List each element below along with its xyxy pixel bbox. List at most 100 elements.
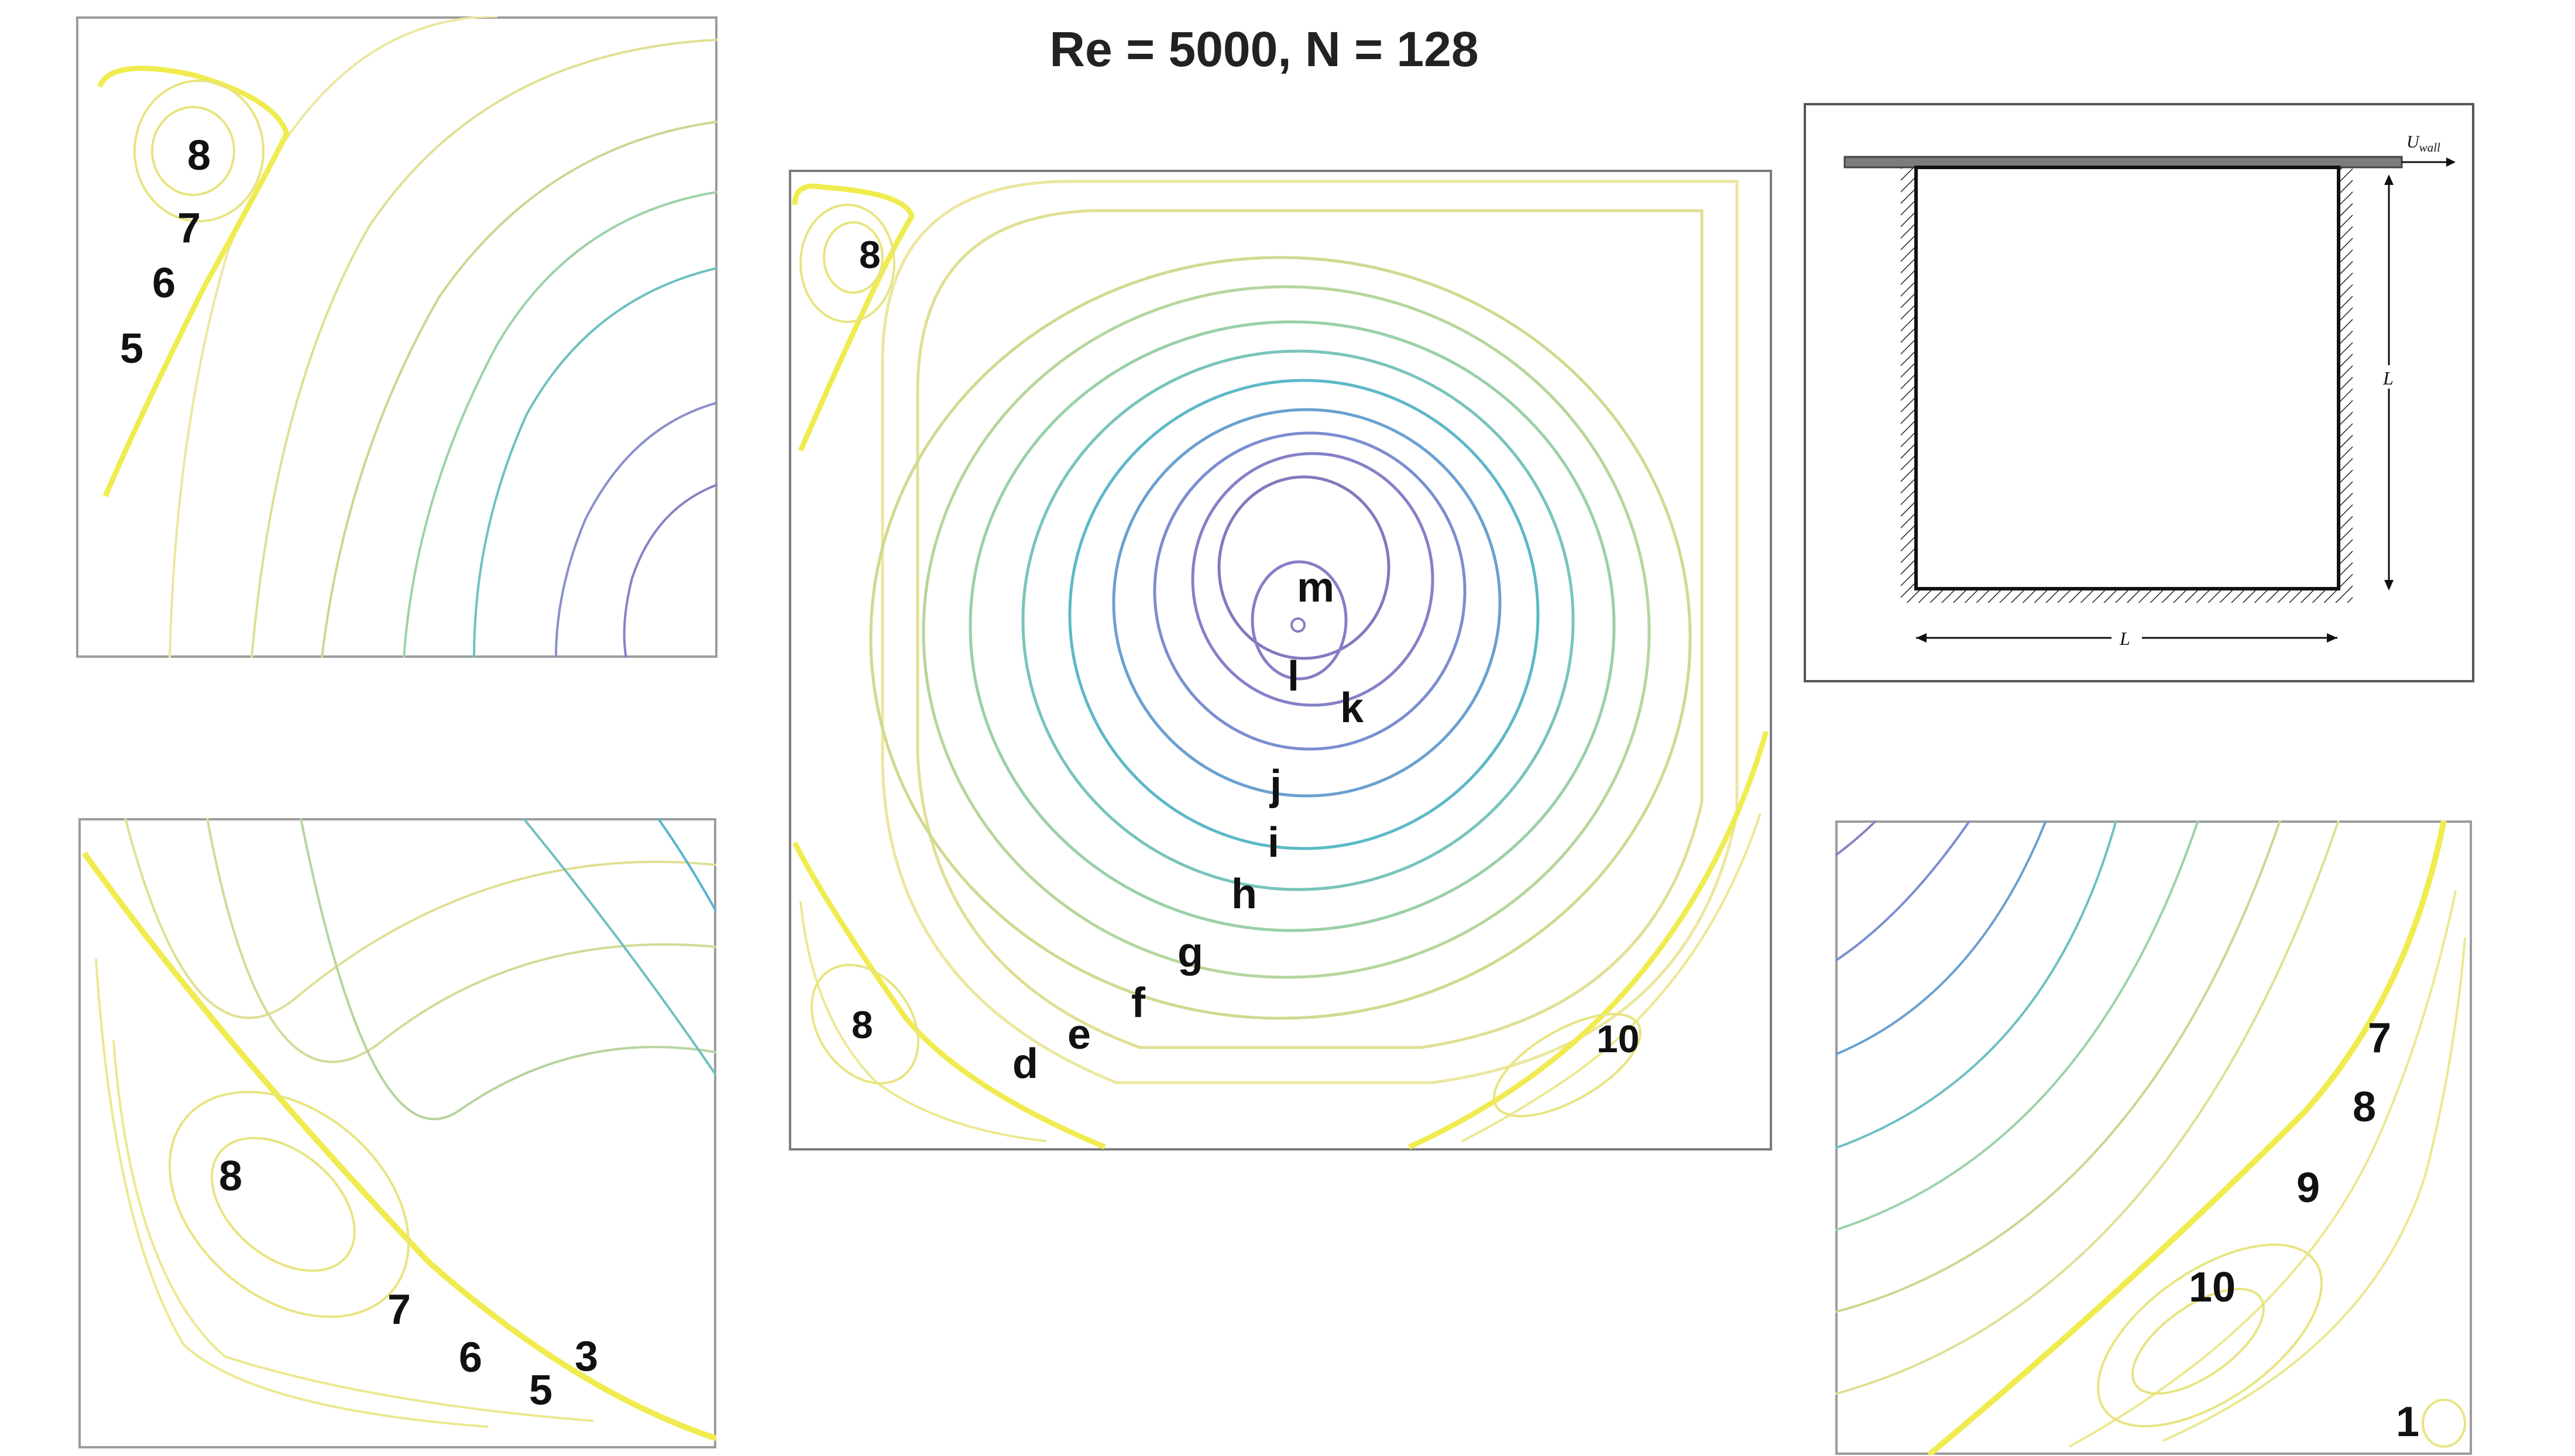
width-arrowhead-left: [1916, 633, 1927, 643]
inset-bl-streamline-5: [657, 818, 716, 912]
streamline-i: [1153, 431, 1467, 751]
cavity-domain: [1914, 166, 2340, 590]
secondary-vortex-top-left-2: [823, 221, 884, 294]
streamline-f: [1021, 349, 1575, 891]
inset-bl-streamline-4: [522, 818, 716, 1077]
streamline-e: [969, 320, 1616, 932]
level-label-j: j: [1269, 762, 1282, 809]
inset-bl-separatrix: [81, 851, 716, 1441]
inset-tl-label-8: 8: [187, 132, 211, 179]
height-arrowhead-top: [2384, 174, 2394, 185]
streamline-outer-2: [916, 209, 1704, 1049]
corner-label-top-left: 8: [859, 233, 881, 276]
inset-bottom-right-svg: 7 8 9 10 1: [1835, 820, 2472, 1455]
width-label: L: [2119, 628, 2130, 649]
inset-bl-vortex-2: [211, 1136, 356, 1272]
inset-bl-label-6: 6: [459, 1334, 482, 1381]
level-label-k: k: [1340, 685, 1364, 732]
inset-tl-streamline-2: [250, 39, 717, 658]
streamline-g: [1068, 379, 1540, 850]
width-arrowhead-right: [2327, 633, 2337, 643]
inset-br-label-8: 8: [2353, 1084, 2376, 1131]
inset-bl-label-3: 3: [575, 1333, 598, 1380]
inset-br-streamline-4: [1835, 820, 2117, 1149]
inset-br-streamline-6: [1835, 820, 2281, 1313]
inset-br-corner-vortex: [2422, 1399, 2466, 1448]
separatrix-bottom-right: [1408, 730, 1769, 1150]
inset-tl-label-7: 7: [177, 205, 201, 252]
inset-bottom-left-plot: 8 7 6 5 3: [78, 818, 716, 1456]
inset-br-label-10: 10: [2189, 1264, 2236, 1311]
inset-bl-secondary-2: [112, 1040, 594, 1422]
vortex-center-m: [1290, 617, 1306, 633]
inset-top-left-svg: 8 7 6 5: [76, 16, 717, 658]
level-label-e: e: [1067, 1011, 1091, 1058]
inset-bl-secondary-1: [95, 958, 489, 1428]
wall-velocity-label: Uwall: [2406, 132, 2440, 154]
main-plot-frame: [789, 170, 1772, 1151]
separatrix-bottom-left: [792, 841, 1106, 1150]
inset-tl-separatrix: [97, 66, 290, 497]
streamline-outer-1: [881, 180, 1739, 1084]
inset-br-secondary-1: [2069, 890, 2457, 1448]
secondary-vortex-bottom-left: [811, 963, 919, 1085]
corner-label-bottom-left: 8: [852, 1003, 873, 1046]
level-label-f: f: [1131, 980, 1146, 1026]
inset-br-vortex-2: [2131, 1287, 2265, 1395]
height-label-gap: [2381, 365, 2397, 389]
level-label-g: g: [1177, 929, 1203, 976]
streamline-k: [1217, 475, 1390, 660]
height-arrowhead-bottom: [2384, 580, 2394, 590]
main-streamline-svg: 8 8 10 d e f g h i j k l m: [789, 170, 1772, 1151]
wall-velocity-arrowhead: [2446, 157, 2456, 167]
inset-tl-streamline-1: [169, 16, 498, 658]
figure-title: Re = 5000, N = 128: [1049, 22, 1479, 77]
level-label-i: i: [1268, 819, 1279, 866]
inset-bl-vortex-1: [168, 1090, 410, 1318]
inset-br-streamline-2: [1835, 820, 1971, 962]
level-label-d: d: [1012, 1041, 1038, 1087]
level-label-m: m: [1297, 564, 1334, 611]
left-wall-hatch: [1901, 167, 1916, 589]
inset-tl-streamline-6: [555, 401, 717, 658]
streamline-j: [1191, 452, 1434, 707]
inset-bl-label-8: 8: [219, 1153, 242, 1200]
inset-br-vortex-1: [2097, 1243, 2323, 1428]
inset-tl-vortex-1: [133, 80, 265, 222]
separatrix-top-left: [792, 183, 915, 452]
inset-br-separatrix: [1927, 820, 2447, 1455]
inset-br-label-1: 1: [2396, 1399, 2419, 1445]
inset-bottom-right-plot: 7 8 9 10 1: [1835, 820, 2472, 1455]
inset-tl-streamline-7: [623, 483, 717, 658]
inset-tl-streamline-3: [321, 121, 717, 658]
cavity-schematic: Uwall L L: [1804, 103, 2474, 682]
inset-br-streamline-3: [1835, 820, 2047, 1056]
main-streamline-plot: 8 8 10 d e f g h i j k l m: [789, 170, 1772, 1151]
streamline-h: [1112, 408, 1502, 798]
inset-bl-streamline-1: [124, 818, 716, 1019]
inset-bl-label-7: 7: [387, 1286, 411, 1333]
corner-label-bottom-right: 10: [1596, 1017, 1639, 1060]
inset-tl-vortex-2: [151, 106, 235, 196]
height-label: L: [2382, 368, 2394, 389]
inset-top-left-plot: 8 7 6 5: [76, 16, 717, 658]
inset-tl-label-5: 5: [120, 325, 143, 372]
inset-br-streamline-1: [1835, 820, 1877, 857]
level-label-h: h: [1231, 871, 1257, 918]
inset-br-streamline-5: [1835, 820, 2199, 1231]
streamline-c: [869, 256, 1692, 1020]
secondary-vortex-bottom-right: [1493, 1012, 1642, 1118]
streamline-l: [1251, 560, 1348, 681]
streamline-d: [922, 285, 1651, 979]
inset-br-label-9: 9: [2296, 1165, 2320, 1211]
inset-tl-streamline-4: [403, 191, 717, 658]
inset-bl-streamline-3: [300, 818, 716, 1121]
cavity-schematic-svg: Uwall L L: [1804, 103, 2474, 682]
level-label-l: l: [1288, 653, 1299, 700]
inset-top-left-frame: [76, 16, 717, 658]
inset-br-secondary-2: [2162, 937, 2466, 1442]
inset-bottom-left-frame: [78, 818, 716, 1448]
secondary-bottom-right-1: [1461, 813, 1762, 1142]
inset-br-streamline-7: [1835, 820, 2340, 1395]
inset-tl-label-6: 6: [152, 260, 176, 307]
